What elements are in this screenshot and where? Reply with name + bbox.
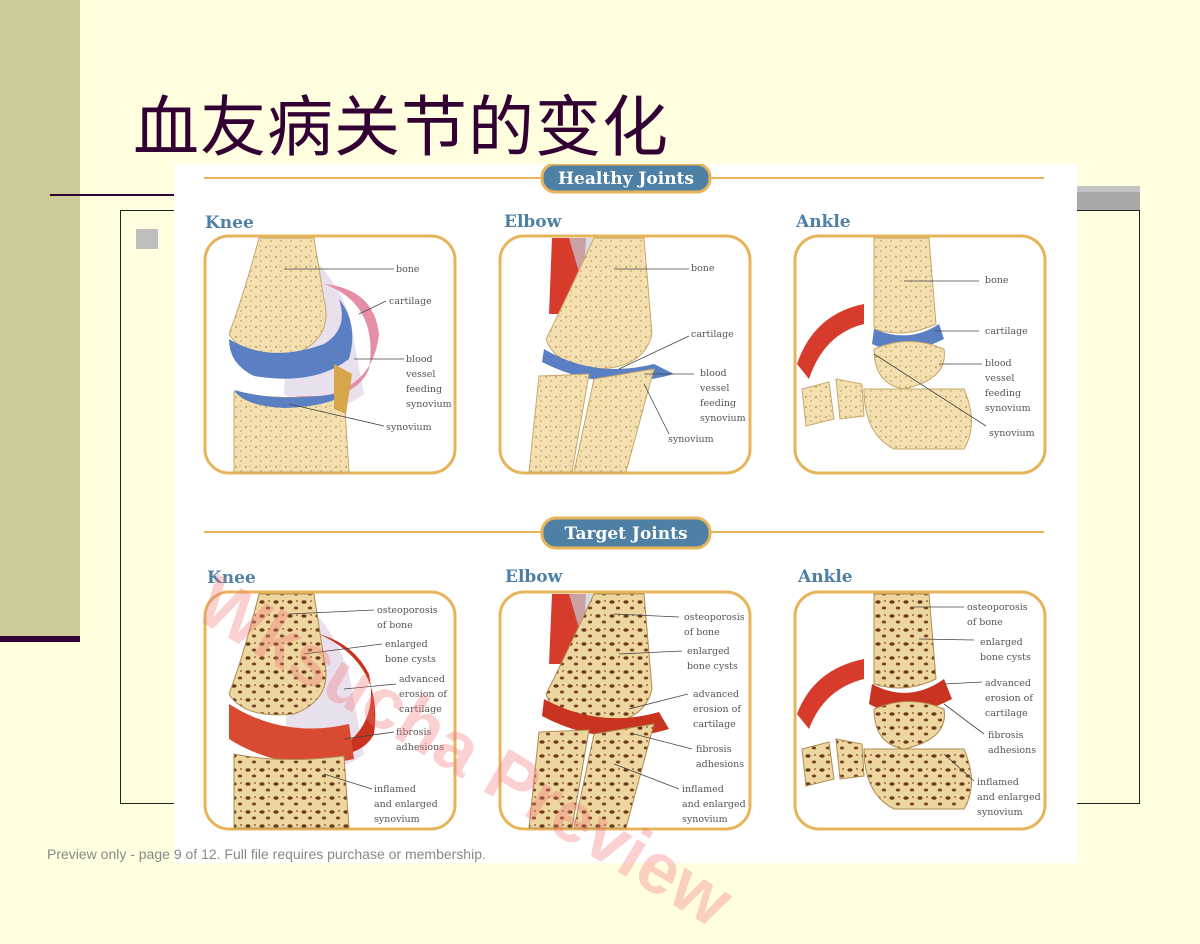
t-elbow-label-11: synovium xyxy=(682,814,728,825)
t-ankle-label-8: adhesions xyxy=(988,745,1036,756)
t-elbow-label-5: erosion of xyxy=(693,704,742,715)
h-knee-label-vessel: vessel xyxy=(405,369,435,380)
t-elbow-label-0: osteoporosis xyxy=(684,612,745,623)
joint-diagram-svg: Healthy Joints Target Joints Knee Elbow … xyxy=(203,162,1047,831)
h-elbow-label-vessel: vessel xyxy=(699,383,729,394)
h-elbow-label-synovium-b: synovium xyxy=(668,434,714,445)
t-knee-label-9: inflamed xyxy=(374,784,416,795)
t-knee-label-2: enlarged xyxy=(385,639,428,650)
h-ankle-label-vessel: vessel xyxy=(984,373,1014,384)
t-elbow-label-10: and enlarged xyxy=(682,799,746,810)
h-ankle-label-feeding: feeding xyxy=(985,388,1021,399)
t-ankle-label-6: cartilage xyxy=(985,708,1028,719)
bullet-square xyxy=(136,229,158,249)
t-ankle-label-7: fibrosis xyxy=(988,730,1024,741)
t-elbow-label-7: fibrosis xyxy=(696,744,732,755)
h-ankle-label-synovium-a: synovium xyxy=(985,403,1031,414)
left-band-underline xyxy=(0,636,80,642)
h-knee-label-blood: blood xyxy=(406,354,433,365)
t-elbow-label-3: bone cysts xyxy=(687,661,738,672)
t-ankle-label-1: of bone xyxy=(967,617,1003,628)
h-knee-label-bone: bone xyxy=(396,264,420,275)
t-knee-label-0: osteoporosis xyxy=(377,605,438,616)
title-rule xyxy=(50,194,200,196)
h-ankle-label-blood: blood xyxy=(985,358,1012,369)
h-ankle-label-bone: bone xyxy=(985,275,1009,286)
h-knee-label-synovium-a: synovium xyxy=(406,399,452,410)
t-knee-label-1: of bone xyxy=(377,620,413,631)
t-knee-label-5: erosion of xyxy=(399,689,448,700)
h-elbow-label-synovium-a: synovium xyxy=(700,413,746,424)
title-rule-grey-top xyxy=(1075,186,1140,192)
t-ankle-label-5: erosion of xyxy=(985,693,1034,704)
h-knee-label-synovium-b: synovium xyxy=(386,422,432,433)
healthy-ankle-title: Ankle xyxy=(795,212,851,232)
joint-illustration: Healthy Joints Target Joints Knee Elbow … xyxy=(174,162,1077,863)
h-knee-label-cartilage: cartilage xyxy=(389,296,432,307)
healthy-elbow-title: Elbow xyxy=(504,212,562,232)
healthy-knee-title: Knee xyxy=(205,213,254,233)
healthy-ankle-panel xyxy=(793,234,1047,475)
target-leader-lines xyxy=(288,606,985,790)
t-ankle-label-2: enlarged xyxy=(980,637,1023,648)
t-ankle-label-11: synovium xyxy=(977,807,1023,818)
slide-title: 血友病关节的变化 xyxy=(133,89,669,166)
t-elbow-label-1: of bone xyxy=(684,627,720,638)
preview-footer-text: Preview only - page 9 of 12. Full file r… xyxy=(47,846,486,862)
h-elbow-label-blood: blood xyxy=(700,368,727,379)
healthy-leader-lines xyxy=(284,268,987,435)
target-ankle-panel xyxy=(793,590,1047,831)
target-knee-panel xyxy=(203,590,457,831)
t-ankle-label-4: advanced xyxy=(985,678,1031,689)
target-banner-text: Target Joints xyxy=(564,524,687,544)
h-ankle-label-cartilage: cartilage xyxy=(985,326,1028,337)
target-ankle-title: Ankle xyxy=(797,567,853,587)
h-elbow-label-feeding: feeding xyxy=(700,398,736,409)
target-banner-pill xyxy=(540,516,712,550)
h-elbow-label-cartilage: cartilage xyxy=(691,329,734,340)
t-elbow-label-2: enlarged xyxy=(687,646,730,657)
t-ankle-label-9: inflamed xyxy=(977,777,1019,788)
h-elbow-label-bone: bone xyxy=(691,263,715,274)
t-elbow-label-8: adhesions xyxy=(696,759,744,770)
t-elbow-label-9: inflamed xyxy=(682,784,724,795)
t-elbow-label-6: cartilage xyxy=(693,719,736,730)
t-knee-label-7: fibrosis xyxy=(396,727,432,738)
h-ankle-label-synovium-b: synovium xyxy=(989,428,1035,439)
healthy-knee-panel xyxy=(203,234,457,475)
t-elbow-label-4: advanced xyxy=(693,689,739,700)
healthy-banner-text: Healthy Joints xyxy=(558,169,694,189)
t-knee-label-4: advanced xyxy=(399,674,445,685)
t-knee-label-6: cartilage xyxy=(399,704,442,715)
t-knee-label-3: bone cysts xyxy=(385,654,436,665)
t-knee-label-11: synovium xyxy=(374,814,420,825)
healthy-banner-pill xyxy=(540,162,712,194)
target-elbow-title: Elbow xyxy=(505,567,563,587)
t-knee-label-10: and enlarged xyxy=(374,799,438,810)
h-knee-label-feeding: feeding xyxy=(406,384,442,395)
t-knee-label-8: adhesions xyxy=(396,742,444,753)
t-ankle-label-0: osteoporosis xyxy=(967,602,1028,613)
t-ankle-label-10: and enlarged xyxy=(977,792,1041,803)
left-sidebar-band xyxy=(0,0,80,636)
target-knee-title: Knee xyxy=(207,568,256,588)
healthy-elbow-panel xyxy=(498,234,752,475)
t-ankle-label-3: bone cysts xyxy=(980,652,1031,663)
target-elbow-panel xyxy=(498,590,752,831)
